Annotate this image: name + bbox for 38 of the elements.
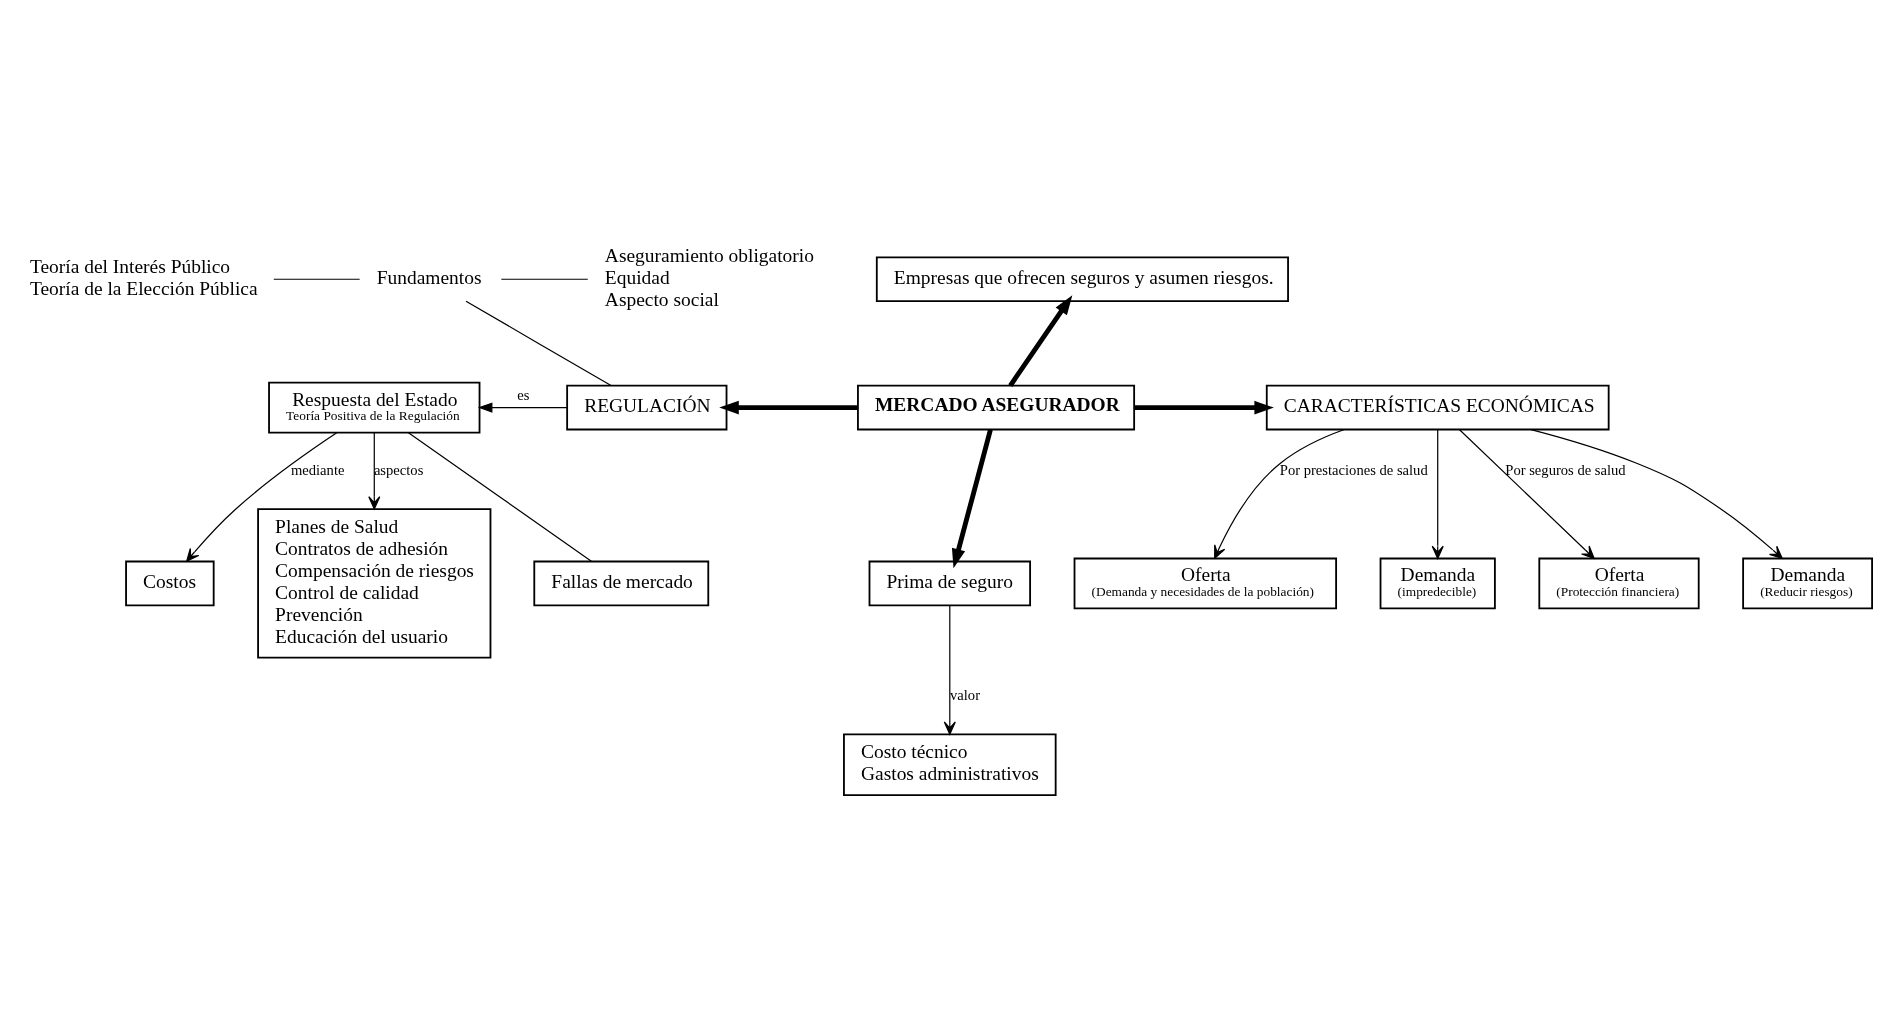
node-box: Oferta (Protección financiera) bbox=[1538, 557, 1700, 609]
arrow bbox=[1134, 400, 1274, 414]
node-box: REGULACIÓN bbox=[566, 384, 728, 430]
arrow bbox=[368, 431, 381, 510]
arrow bbox=[951, 428, 993, 568]
edge-label: es bbox=[517, 386, 530, 403]
node-box: Prima de seguro bbox=[868, 560, 1032, 606]
arrow bbox=[1530, 428, 1783, 559]
connector bbox=[273, 278, 361, 280]
edge-label: Por seguros de salud bbox=[1505, 461, 1626, 478]
node-text: Fundamentos bbox=[376, 266, 482, 288]
arrow bbox=[1458, 428, 1595, 559]
node-box: MERCADO ASEGURADOR bbox=[857, 384, 1136, 430]
arrow bbox=[186, 431, 338, 562]
node-box: Planes de Salud Contratos de adhesión Compensación de riesgos Control de calidad Prevención Educación del usuario bbox=[257, 507, 492, 659]
edge-label: mediante bbox=[290, 461, 345, 478]
edge-label: Por prestaciones de salud bbox=[1279, 461, 1428, 478]
edge-label: valor bbox=[950, 686, 981, 703]
arrow bbox=[1431, 428, 1444, 559]
node-box: Respuesta del Estado Teoría Positiva de la Regulación bbox=[268, 381, 481, 433]
node-box: Empresas que ofrecen seguros y asumen riesgos. bbox=[875, 255, 1289, 302]
node-box: Oferta (Demanda y necesidades de la población) bbox=[1073, 557, 1338, 609]
node-box: Fallas de mercado bbox=[533, 560, 710, 606]
arrow bbox=[719, 400, 858, 414]
node-box: Costos bbox=[125, 560, 215, 606]
connector bbox=[500, 278, 589, 280]
arrow bbox=[943, 604, 956, 735]
node-box: Demanda (Reducir riesgos) bbox=[1742, 557, 1873, 609]
node-box: CARACTERÍSTICAS ECONÓMICAS bbox=[1265, 384, 1610, 430]
node-text: Aseguramiento obligatorio Equidad Aspecto social bbox=[604, 244, 814, 310]
arrow bbox=[1008, 294, 1073, 387]
node-box: Demanda (impredecible) bbox=[1379, 557, 1496, 609]
node-box: Costo técnico Gastos administrativos bbox=[843, 732, 1057, 796]
node-text: Teoría del Interés Público Teoría de la Elección Pública bbox=[29, 255, 258, 299]
arrow bbox=[1214, 428, 1346, 559]
connector bbox=[465, 300, 612, 386]
arrow bbox=[477, 402, 568, 413]
connector bbox=[407, 431, 593, 562]
